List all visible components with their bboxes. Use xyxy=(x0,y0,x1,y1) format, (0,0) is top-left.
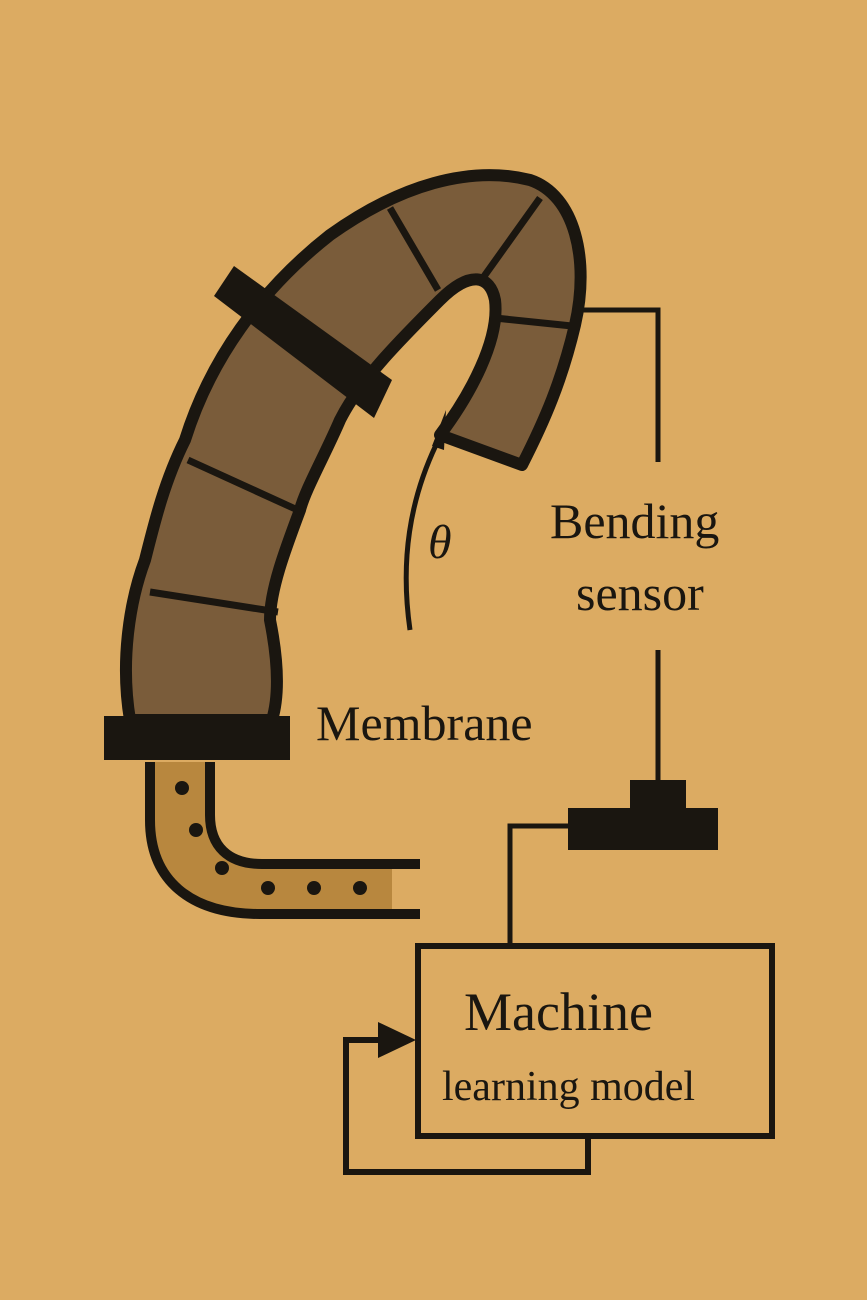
tube-dot xyxy=(189,823,203,837)
ml-model-label-line2: learning model xyxy=(442,1064,695,1110)
inlet-tube xyxy=(145,762,420,919)
bend-angle-indicator: θ xyxy=(403,410,452,631)
actuator-body xyxy=(120,169,587,726)
connector-block-top xyxy=(630,780,686,810)
segment-divider xyxy=(477,195,543,285)
feedback-loop xyxy=(343,1022,591,1175)
tube-dot xyxy=(307,881,321,895)
segment-divider xyxy=(494,314,573,330)
angle-arc xyxy=(403,443,439,631)
sensor-wire-top xyxy=(575,307,661,462)
feedback-line xyxy=(343,1037,591,1175)
membrane-label: Membrane xyxy=(316,695,533,751)
ml-model-frame xyxy=(415,943,775,1139)
tube-dot xyxy=(175,781,189,795)
soft-actuator xyxy=(120,169,587,726)
feedback-arrowhead xyxy=(378,1022,416,1058)
bending-sensor-label-line1: Bending xyxy=(550,493,719,549)
ml-model-label-line1: Machine xyxy=(464,982,653,1042)
sensor-wiring xyxy=(507,307,718,946)
ml-model-box: Machine learning model xyxy=(415,943,775,1139)
model-wire xyxy=(507,823,570,946)
theta-label: θ xyxy=(428,516,452,569)
clamp-band xyxy=(214,266,392,418)
tube-fill xyxy=(152,762,392,912)
base-plate xyxy=(104,716,290,760)
angle-arrowhead xyxy=(432,410,446,450)
tube-dot xyxy=(261,881,275,895)
tube-dot xyxy=(215,861,229,875)
segment-divider xyxy=(386,206,442,292)
segment-divider xyxy=(149,588,279,616)
segment-divider xyxy=(186,456,304,516)
connector-block xyxy=(568,808,718,850)
bending-sensor-label-line2: sensor xyxy=(576,565,704,621)
tube-dot xyxy=(353,881,367,895)
tube-wall-inner xyxy=(205,762,420,869)
tube-wall-outer xyxy=(145,762,420,919)
